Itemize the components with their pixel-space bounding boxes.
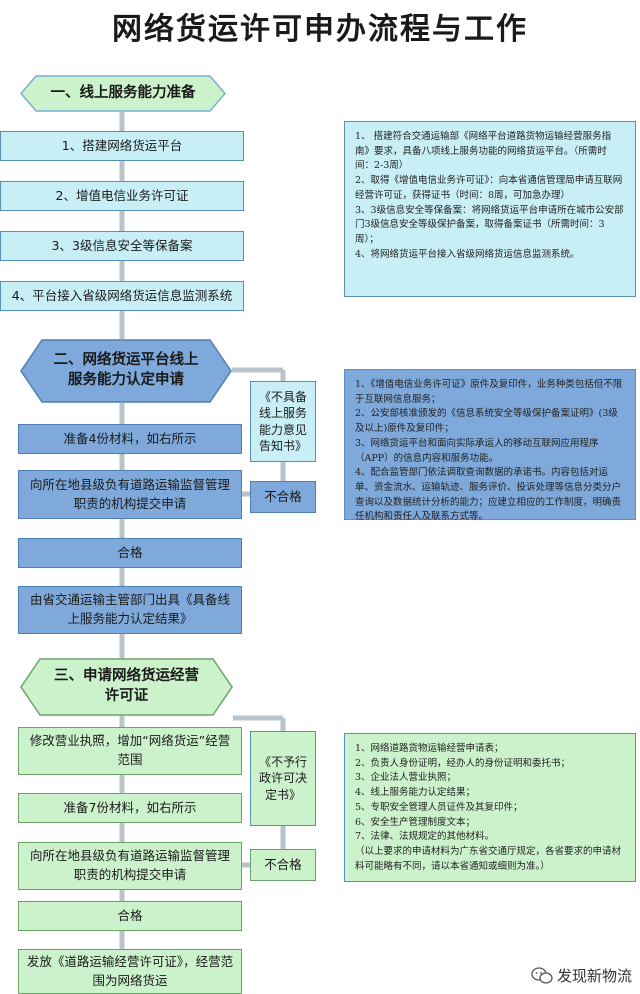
step3-pass: 合格 bbox=[18, 901, 242, 931]
step3-prepare: 准备7份材料，如右所示 bbox=[18, 793, 242, 823]
wechat-icon bbox=[531, 966, 553, 984]
step2-result: 由省交通运输主管部门出具《具备线上服务能力认定结果》 bbox=[18, 586, 242, 634]
section2-heading: 二、网络货运平台线上 服务能力认定申请 bbox=[20, 339, 232, 403]
step3-issue-permit: 发放《道路运输经营许可证》，经营范围为网络货运 bbox=[18, 949, 242, 994]
section2-note: 1、《增值电信业务许可证》原件及复印件，业务种类包括但不限于互联网信息服务； 2… bbox=[344, 369, 636, 522]
section3-heading-line2: 许可证 bbox=[104, 688, 149, 704]
step2-prepare: 准备4份材料，如右所示 bbox=[18, 424, 242, 454]
step2-submit: 向所在地县级负有道路运输监督管理职责的机构提交申请 bbox=[18, 470, 242, 519]
step2-fail-notice: 《不具备线上服务能力意见告知书》 bbox=[250, 381, 316, 462]
page-title: 网络货运许可申办流程与工作 bbox=[112, 12, 528, 47]
step2-pass: 合格 bbox=[18, 538, 242, 568]
step3-fail-notice: 《不予行政许可决定书》 bbox=[250, 731, 316, 826]
step-telecom-license: 2、增值电信业务许可证 bbox=[0, 181, 244, 211]
watermark: 发现新物流 bbox=[531, 965, 632, 986]
section3-heading-line1: 三、申请网络货运经营 bbox=[54, 668, 199, 685]
watermark-text: 发现新物流 bbox=[556, 967, 632, 985]
section1-heading-label: 一、线上服务能力准备 bbox=[50, 84, 196, 101]
section2-heading-line1: 二、网络货运平台线上 bbox=[53, 352, 199, 369]
section2-heading-line2: 服务能力认定申请 bbox=[68, 372, 184, 388]
section3-heading: 三、申请网络货运经营 许可证 bbox=[20, 658, 233, 716]
step-build-platform: 1、搭建网络货运平台 bbox=[0, 131, 244, 161]
step3-modify-license: 修改营业执照，增加“网络货运”经营范围 bbox=[18, 727, 242, 775]
step-security-filing: 3、3级信息安全等保备案 bbox=[0, 231, 244, 261]
step3-fail: 不合格 bbox=[250, 849, 316, 881]
section3-note: 1、网络道路货物运输经营申请表； 2、负责人身份证明，经办人的身份证明和委托书；… bbox=[344, 733, 636, 882]
section1-note: 1、 搭建符合交通运输部《网络平台道路货物运输经营服务指南》要求，具备八项线上服… bbox=[344, 121, 636, 297]
section1-heading: 一、线上服务能力准备 bbox=[20, 75, 226, 112]
step3-submit: 向所在地县级负有道路运输监督管理职责的机构提交申请 bbox=[18, 842, 242, 890]
step-monitoring-access: 4、平台接入省级网络货运信息监测系统 bbox=[0, 281, 244, 311]
step2-fail: 不合格 bbox=[250, 481, 316, 513]
